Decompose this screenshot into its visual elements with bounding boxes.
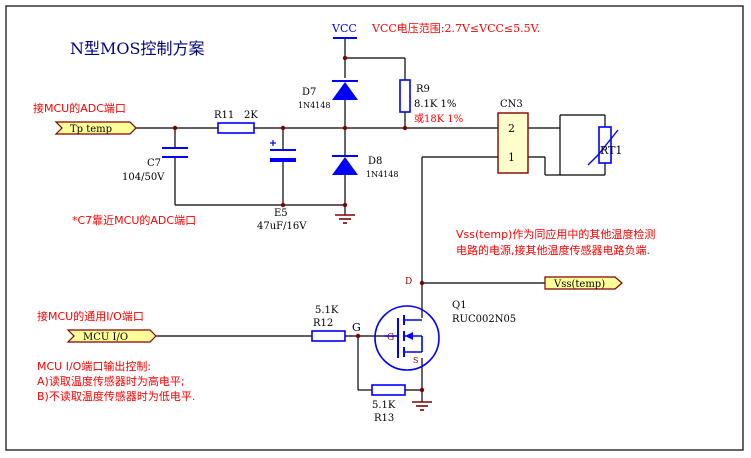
q1-value: RUC002N05 — [452, 314, 516, 325]
mcu-io-label: MCU I/O — [83, 332, 128, 343]
wires — [136, 38, 606, 402]
control-note-line3: B)不读取温度传感器时为低电平. — [37, 389, 195, 403]
rt1-ref: RT1 — [600, 144, 622, 157]
cn3-pin2: 2 — [508, 122, 515, 135]
r11-value: 2K — [244, 110, 258, 121]
control-note-line2: A)读取温度传感器时为高电平; — [37, 374, 185, 388]
q1-ref: Q1 — [452, 300, 467, 311]
ground-symbol-2 — [412, 401, 432, 411]
thermistor-rt1 — [587, 126, 619, 166]
vcc-label: VCC — [331, 22, 357, 35]
q1-source-pin: S — [413, 356, 418, 365]
port-tp-temp — [54, 121, 137, 135]
resistor-r9 — [399, 79, 411, 113]
gate-net-label: G — [352, 321, 361, 334]
c7-placement-note: *C7靠近MCU的ADC端口 — [72, 213, 196, 227]
d8-ref: D8 — [368, 156, 382, 167]
r11-ref: R11 — [214, 110, 234, 121]
d8-value: 1N4148 — [366, 170, 398, 179]
r9-alt-value: 或18K 1% — [414, 113, 463, 125]
junctions — [172, 55, 425, 393]
capacitor-c7 — [162, 147, 188, 158]
port-vss-temp — [544, 276, 623, 290]
r9-ref: R9 — [416, 84, 430, 95]
r13-ref: R13 — [374, 413, 394, 424]
r13-value: 5.1K — [372, 400, 396, 411]
q1-drain-pin: D — [405, 277, 412, 287]
r9-value: 8.1K 1% — [414, 99, 456, 110]
sheet-border — [5, 5, 744, 451]
mosfet-q1 — [374, 305, 440, 371]
r12-value: 5.1K — [315, 305, 339, 316]
vcc-range-note: VCC电压范围:2.7V≤VCC≤5.5V. — [371, 21, 540, 35]
tp-temp-label: Tp temp — [70, 124, 112, 135]
port-mcu-io — [66, 329, 157, 343]
vss-note-line1: Vss(temp)作为同应用中的其他温度检测 — [456, 227, 655, 241]
vss-note-line2: 电路的电源,接其他温度传感器电路负端. — [456, 243, 650, 257]
resistor-r11 — [217, 122, 255, 134]
c7-ref: C7 — [147, 158, 161, 169]
connector-cn3 — [497, 112, 529, 174]
e5-value: 47uF/16V — [257, 221, 307, 232]
diode-d7 — [332, 80, 358, 100]
ground-symbol-1 — [335, 214, 355, 224]
diode-d8 — [332, 155, 358, 175]
io-port-note: 接MCU的通用I/O端口 — [37, 309, 144, 323]
d7-ref: D7 — [302, 87, 316, 98]
cn3-pin1: 1 — [508, 151, 515, 164]
control-note-line1: MCU I/O端口输出控制: — [37, 359, 151, 373]
diagram-title: N型MOS控制方案 — [70, 39, 204, 58]
d7-value: 1N4148 — [298, 101, 330, 110]
c7-value: 104/50V — [122, 172, 165, 183]
vss-temp-label: Vss(temp) — [553, 279, 605, 290]
adc-port-note: 接MCU的ADC端口 — [33, 101, 126, 115]
r12-ref: R12 — [313, 318, 333, 329]
e5-ref: E5 — [274, 208, 288, 219]
q1-gate-pin: G — [387, 333, 394, 343]
resistor-r12 — [311, 330, 346, 342]
resistor-r13 — [371, 384, 406, 396]
cn3-ref: CN3 — [500, 99, 523, 110]
capacitor-e5 — [270, 140, 296, 162]
